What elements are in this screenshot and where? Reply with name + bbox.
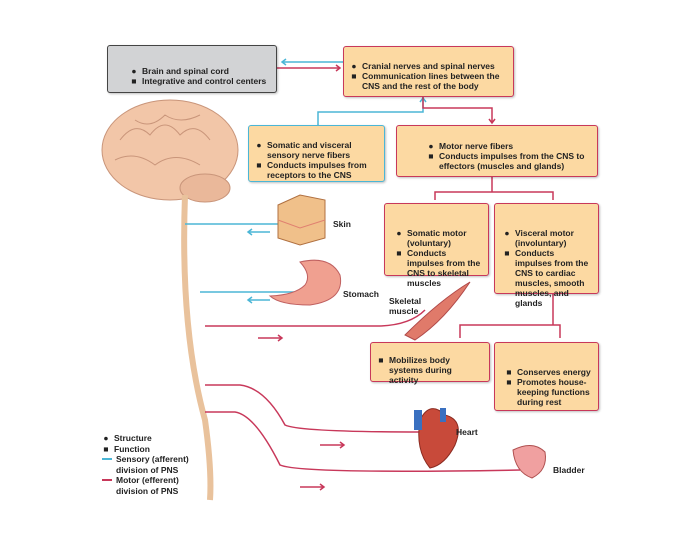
visceral-motor-box: ● Visceral motor (involuntary) ■ Conducts … (494, 203, 599, 308)
sensory-function: Conducts impulses from receptors to the … (267, 160, 367, 180)
bladder-image (512, 445, 546, 479)
heart-image (414, 408, 459, 469)
function-bullet-icon: ■ (504, 248, 510, 258)
skin-image (277, 194, 326, 246)
parasympathetic-box: ■ Conserves energy ■ Promotes house-keepin… (494, 342, 599, 411)
visceral-split-line (459, 294, 561, 338)
somatic-structure: Somatic motor (voluntary) (407, 228, 467, 248)
sensory-to-pns-line (317, 96, 427, 125)
skeletal-muscle-image (404, 281, 471, 341)
motor-line-muscle (205, 309, 426, 327)
cns-structure: Brain and spinal cord (142, 66, 229, 76)
function-bullet-icon: ■ (256, 160, 262, 170)
cns-pns-motor-arrow (277, 64, 342, 72)
motor-arrow-bladder (300, 483, 326, 491)
function-bullet-icon: ■ (506, 367, 512, 377)
motor-function: Conducts impulses from the CNS to effect… (439, 151, 585, 171)
structure-bullet-icon: ● (103, 433, 109, 443)
sensory-box: ● Somatic and visceral sensory nerve fibe… (248, 125, 385, 182)
function-bullet-icon: ■ (396, 248, 402, 258)
legend-structure: Structure (114, 433, 152, 443)
legend-sensory: Sensory (afferent) division of PNS (116, 454, 189, 475)
sensory-swatch (102, 458, 112, 460)
function-bullet-icon: ■ (428, 151, 434, 161)
parasympathetic-function-2: Promotes house-keeping functions during … (517, 377, 590, 407)
structure-bullet-icon: ● (504, 228, 510, 238)
motor-line-bladder (205, 411, 521, 472)
motor-arrow-heart (320, 441, 346, 449)
cns-pns-sensory-arrow (280, 58, 343, 66)
sensory-arrow-skin (246, 228, 270, 236)
heart-label: Heart (456, 427, 478, 437)
spinal-cord (181, 194, 214, 501)
somatic-motor-box: ● Somatic motor (voluntary) ■ Conducts imp… (384, 203, 489, 288)
structure-bullet-icon: ● (256, 140, 262, 150)
function-bullet-icon: ■ (131, 76, 137, 86)
sympathetic-function: Mobilizes body systems during activity (389, 355, 452, 385)
structure-bullet-icon: ● (131, 66, 137, 76)
motor-box: ● Motor nerve fibers ■ Conducts impulses f… (396, 125, 598, 177)
legend-function: Function (114, 443, 150, 454)
pns-to-motor-line (422, 97, 496, 125)
function-bullet-icon: ■ (506, 377, 512, 387)
brain-image (101, 99, 239, 203)
stomach-image (268, 259, 342, 306)
parasympathetic-function-1: Conserves energy (517, 367, 591, 377)
motor-swatch (102, 479, 112, 481)
motor-arrow-muscle (258, 334, 284, 342)
function-bullet-icon: ■ (103, 443, 109, 454)
sensory-arrow-stomach (246, 296, 270, 304)
structure-bullet-icon: ● (428, 141, 434, 151)
somatic-function: Conducts impulses from the CNS to skelet… (407, 248, 481, 288)
skin-label: Skin (333, 219, 351, 229)
structure-bullet-icon: ● (396, 228, 402, 238)
legend: ● Structure ■ Function Sensory (afferent) … (102, 433, 196, 496)
cns-box: ● Brain and spinal cord ■ Integrative and … (107, 45, 277, 93)
motor-line-heart (205, 384, 421, 433)
bladder-label: Bladder (553, 465, 585, 475)
cns-function: Integrative and control centers (142, 76, 267, 86)
skeletal-muscle-label: Skeletal muscle (389, 296, 422, 316)
visceral-structure: Visceral motor (involuntary) (515, 228, 574, 248)
function-bullet-icon: ■ (378, 355, 384, 365)
pns-box: ● Cranial nerves and spinal nerves ■ Commu… (343, 46, 514, 97)
pns-function: Communication lines between the CNS and … (362, 71, 500, 91)
stomach-label: Stomach (343, 289, 379, 299)
legend-motor: Motor (efferent) division of PNS (116, 475, 179, 496)
pns-structure: Cranial nerves and spinal nerves (362, 61, 495, 71)
sympathetic-box: ■ Mobilizes body systems during activity (370, 342, 490, 385)
visceral-function: Conducts impulses from the CNS to cardia… (515, 248, 589, 308)
structure-bullet-icon: ● (351, 61, 357, 71)
motor-structure: Motor nerve fibers (439, 141, 514, 151)
sensory-structure: Somatic and visceral sensory nerve fiber… (267, 140, 352, 160)
function-bullet-icon: ■ (351, 71, 357, 81)
motor-split-line (434, 177, 554, 200)
